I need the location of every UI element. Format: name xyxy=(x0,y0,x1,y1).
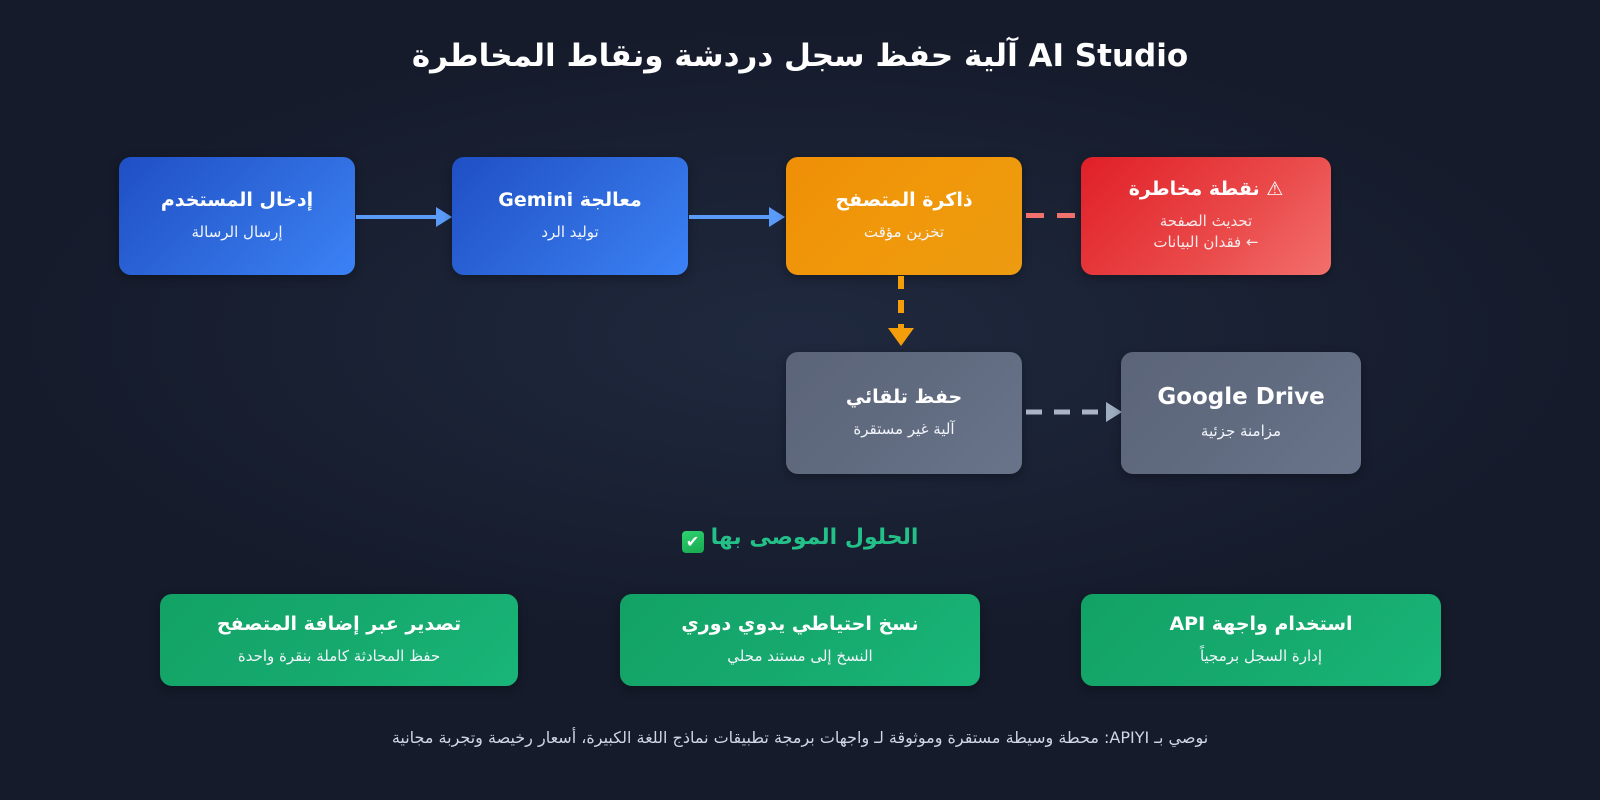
card-subtitle: حفظ المحادثة كاملة بنقرة واحدة xyxy=(237,646,441,665)
connector-memory-to-risk xyxy=(1026,213,1081,218)
flow-node-risk-point[interactable]: ⚠ نقطة مخاطرة تحديث الصفحة ← فقدان البيا… xyxy=(1081,157,1331,275)
card-title: تصدير عبر إضافة المتصفح xyxy=(216,612,462,635)
node-subtitle-secondary: ← فقدان البيانات xyxy=(1153,233,1259,252)
arrow-head-icon xyxy=(888,328,914,346)
arrow-head-icon xyxy=(769,207,785,227)
connector-line xyxy=(898,276,904,328)
flow-node-gemini-processing[interactable]: معالجة Gemini توليد الرد xyxy=(452,157,688,275)
card-subtitle: النسخ إلى مستند محلي xyxy=(727,646,873,665)
card-title: استخدام واجهة API xyxy=(1169,612,1353,635)
recommended-card-manual-periodic-backup[interactable]: نسخ احتياطي يدوي دوري النسخ إلى مستند مح… xyxy=(620,594,980,686)
flow-node-google-drive[interactable]: Google Drive مزامنة جزئية xyxy=(1121,352,1361,474)
arrow-head-icon xyxy=(436,207,452,227)
page-title: AI Studio آلية حفظ سجل دردشة ونقاط المخا… xyxy=(411,38,1189,74)
node-title: ⚠ نقطة مخاطرة xyxy=(1128,177,1284,200)
connector-line xyxy=(689,215,771,219)
node-title: إدخال المستخدم xyxy=(160,188,314,211)
node-title: معالجة Gemini xyxy=(498,188,642,211)
node-subtitle: آلية غير مستقرة xyxy=(853,419,955,438)
check-icon: ✔ xyxy=(681,531,704,553)
node-subtitle: مزامنة جزئية xyxy=(1200,422,1282,440)
connector-autosave-to-drive xyxy=(1026,392,1122,432)
arrow-head-icon xyxy=(1106,402,1122,422)
node-title: ذاكرة المتصفح xyxy=(835,188,973,211)
node-subtitle: تحديث الصفحة xyxy=(1159,211,1253,230)
card-title: نسخ احتياطي يدوي دوري xyxy=(681,612,919,635)
card-subtitle: إدارة السجل برمجياً xyxy=(1199,646,1323,665)
flow-node-user-input[interactable]: إدخال المستخدم إرسال الرسالة xyxy=(119,157,355,275)
node-subtitle: إرسال الرسالة xyxy=(191,222,283,241)
connector-line xyxy=(356,215,438,219)
node-title: حفظ تلقائي xyxy=(845,385,963,408)
recommended-card-browser-extension-export[interactable]: تصدير عبر إضافة المتصفح حفظ المحادثة كام… xyxy=(160,594,518,686)
recommended-card-api-usage[interactable]: استخدام واجهة API إدارة السجل برمجياً xyxy=(1081,594,1441,686)
node-title: Google Drive xyxy=(1157,384,1325,411)
connector-line xyxy=(1026,409,1106,415)
footer-note: نوصي بـ APIYI: محطة وسيطة مستقرة وموثوقة… xyxy=(391,728,1209,747)
connector-user-to-gemini xyxy=(356,197,452,237)
connector-gemini-to-memory xyxy=(689,197,785,237)
recommended-heading-label: الحلول الموصى بها xyxy=(710,525,919,550)
node-subtitle: توليد الرد xyxy=(541,222,599,241)
recommended-heading: الحلول الموصى بها ✔ xyxy=(0,525,1600,553)
flow-node-browser-memory[interactable]: ذاكرة المتصفح تخزين مؤقت xyxy=(786,157,1022,275)
connector-memory-to-autosave xyxy=(878,276,924,346)
flow-node-auto-save[interactable]: حفظ تلقائي آلية غير مستقرة xyxy=(786,352,1022,474)
node-subtitle: تخزين مؤقت xyxy=(863,222,945,241)
